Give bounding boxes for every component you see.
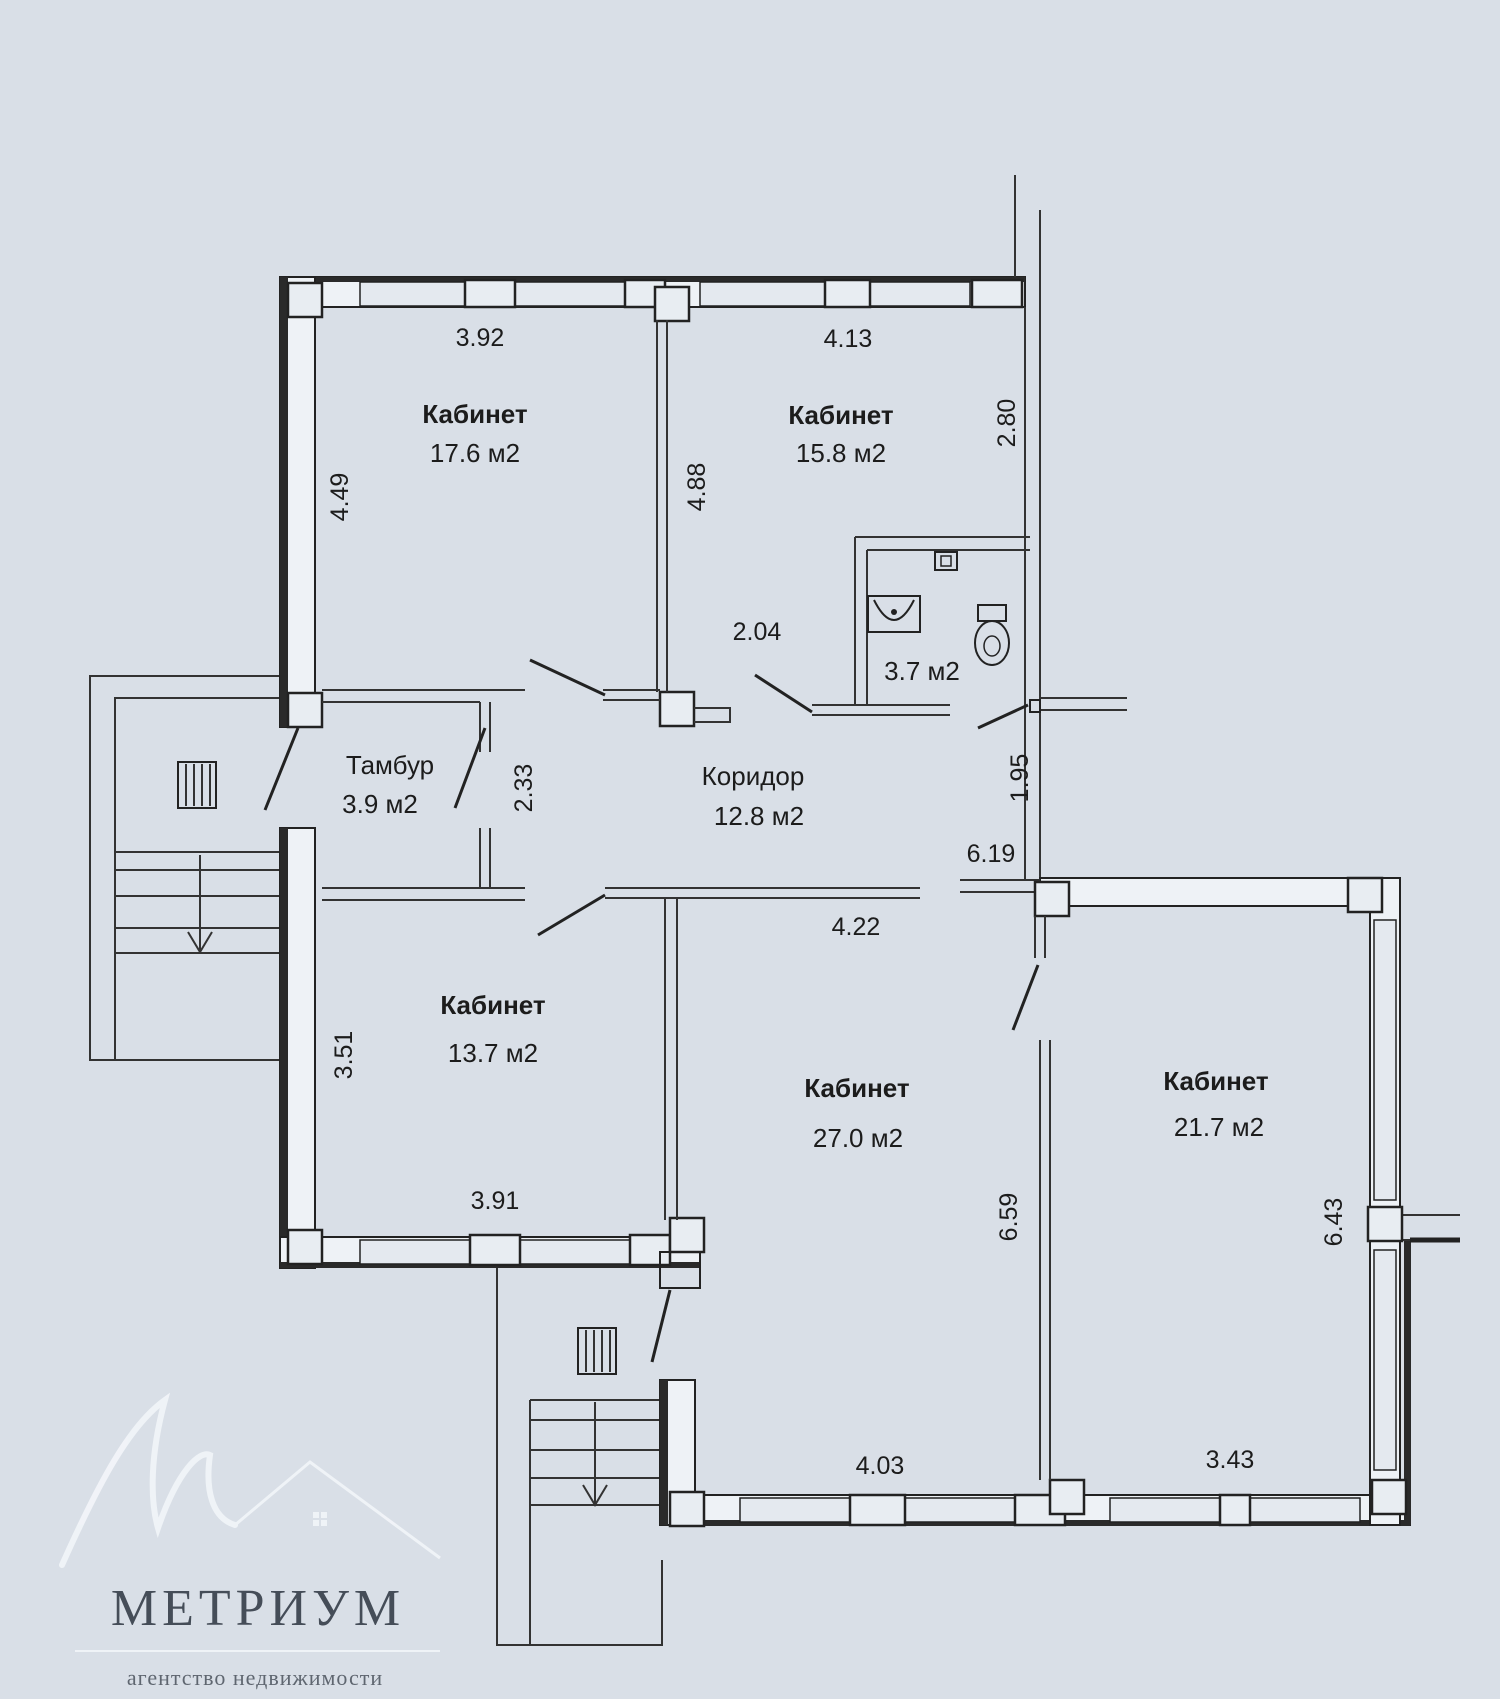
- dimension-label: 4.03: [856, 1452, 905, 1480]
- dimension-label: 2.80: [993, 399, 1021, 448]
- room-area: 13.7 м2: [448, 1038, 538, 1068]
- dimension-label: 6.19: [967, 840, 1016, 868]
- dimension-labels: 3.92 4.13 4.49 4.88 2.80 2.04 2.33 1.95 …: [326, 324, 1348, 1480]
- logo-tagline: агентство недвижимости: [127, 1665, 383, 1690]
- grate-icon: [577, 1327, 617, 1375]
- toilet-icon: [974, 604, 1010, 666]
- room-name: Коридор: [702, 761, 805, 791]
- room-name: Кабинет: [788, 400, 894, 430]
- dimension-label: 3.51: [330, 1031, 358, 1080]
- left-entrance-landing: [89, 675, 280, 1061]
- room-name: Кабинет: [440, 990, 546, 1020]
- logo-mark: [59, 1392, 441, 1568]
- dimension-label: 4.22: [832, 913, 881, 941]
- dimension-label: 4.88: [683, 463, 711, 512]
- bathroom-fixtures: [867, 551, 1010, 666]
- dimension-label: 6.43: [1320, 1198, 1348, 1247]
- dimension-label: 4.13: [824, 325, 873, 353]
- dimension-label: 3.91: [471, 1187, 520, 1215]
- dimension-label: 1.95: [1006, 754, 1034, 803]
- room-area: 3.7 м2: [884, 656, 960, 686]
- room-name: Кабинет: [1163, 1066, 1269, 1096]
- room-area: 17.6 м2: [430, 438, 520, 468]
- room-area: 3.9 м2: [342, 789, 418, 819]
- dimension-label: 4.49: [326, 473, 354, 522]
- room-area: 15.8 м2: [796, 438, 886, 468]
- sink-icon: [867, 595, 921, 633]
- windows: [359, 281, 1397, 1523]
- doors: [263, 658, 1040, 1363]
- dimension-label: 3.43: [1206, 1446, 1255, 1474]
- room-labels: Кабинет 17.6 м2 Кабинет 15.8 м2 3.7 м2 Т…: [342, 399, 1269, 1153]
- interior-partitions: [322, 320, 1127, 1480]
- room-area: 27.0 м2: [813, 1123, 903, 1153]
- room-area: 21.7 м2: [1174, 1112, 1264, 1142]
- room-name: Кабинет: [422, 399, 528, 429]
- room-name: Кабинет: [804, 1073, 910, 1103]
- room-name: Тамбур: [346, 750, 434, 780]
- urinal-icon: [934, 551, 958, 571]
- dimension-label: 6.59: [995, 1193, 1023, 1242]
- exterior-walls: [279, 175, 1460, 1526]
- grate-icon: [177, 761, 217, 809]
- room-area: 12.8 м2: [714, 801, 804, 831]
- logo-name: МЕТРИУМ: [111, 1580, 405, 1637]
- bottom-entrance-landing: [496, 1268, 663, 1646]
- watermark-logo: МЕТРИУМ агентство недвижимости: [59, 1392, 441, 1690]
- dimension-label: 2.04: [733, 618, 782, 646]
- columns: [286, 278, 1408, 1528]
- dimension-label: 2.33: [510, 764, 538, 813]
- dimension-label: 3.92: [456, 324, 505, 352]
